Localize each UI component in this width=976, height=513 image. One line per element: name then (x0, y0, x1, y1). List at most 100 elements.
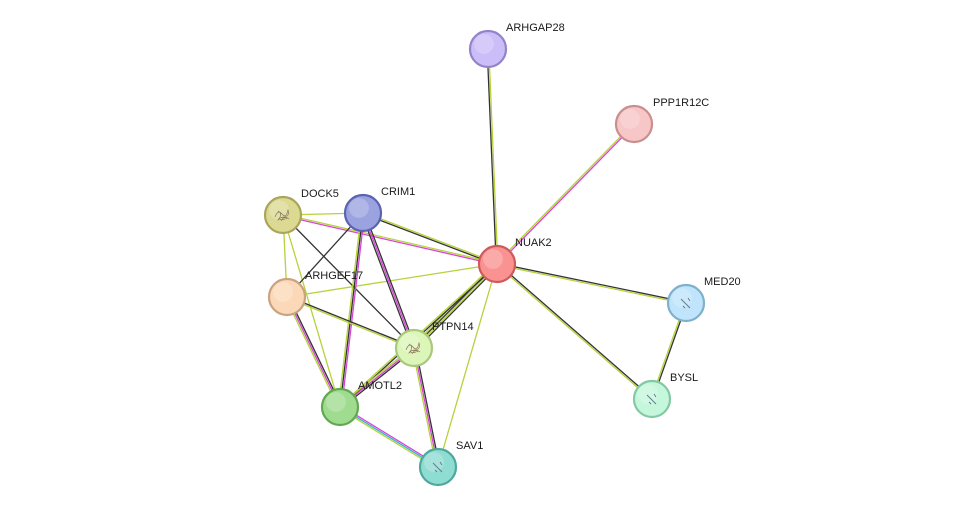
edge-channel (282, 214, 415, 349)
edge-ptpn14-sav1[interactable] (411, 347, 441, 468)
node-med20[interactable]: MED20 (666, 276, 741, 323)
node-label-amotl2: AMOTL2 (358, 380, 402, 392)
node-highlight (424, 452, 444, 472)
node-amotl2[interactable]: AMOTL2 (320, 380, 402, 427)
edge-channel (411, 348, 438, 468)
edge-arhgef17-ptpn14[interactable] (286, 295, 415, 350)
edge-channel (360, 213, 414, 349)
node-circle (320, 387, 360, 427)
node-highlight (269, 200, 289, 220)
edge-channel (363, 212, 417, 348)
edge-channel (362, 213, 497, 266)
edge-channel (286, 296, 341, 408)
node-label-arhgef17: ARHGEF17 (305, 270, 363, 282)
edge-channel (415, 265, 500, 351)
edge-channel (486, 49, 497, 265)
fragment-icon (646, 393, 657, 405)
node-highlight (400, 333, 420, 353)
node-label-arhgap28: ARHGAP28 (506, 22, 565, 34)
edge-channel (282, 215, 497, 266)
edge-channel (339, 212, 364, 408)
node-circle (632, 379, 672, 419)
node-label-crim1: CRIM1 (381, 186, 415, 198)
node-highlight (620, 109, 640, 129)
fragment-icon (680, 297, 691, 309)
node-circle (267, 277, 307, 317)
node-circle (614, 104, 654, 144)
node-label-ptpn14: PTPN14 (432, 321, 474, 333)
fragment-icon (432, 461, 443, 473)
edge-channel (497, 262, 653, 399)
node-circle (418, 447, 458, 487)
edge-channel (339, 406, 439, 468)
edge-channel (496, 264, 686, 305)
edge-dock5-amotl2[interactable] (282, 214, 341, 408)
edge-channel (363, 211, 498, 264)
edge-dock5-ptpn14[interactable] (282, 214, 415, 349)
edge-channel (497, 262, 687, 303)
node-circle (343, 193, 383, 233)
node-label-med20: MED20 (704, 276, 741, 288)
edge-channel (287, 295, 415, 348)
node-highlight (672, 288, 692, 308)
edge-nuak2-bysl[interactable] (496, 262, 653, 401)
node-highlight (474, 34, 494, 54)
node-label-ppp1r12c: PPP1R12C (653, 97, 709, 109)
node-ppp1r12c[interactable]: PPP1R12C (614, 97, 709, 144)
edge-channel (495, 122, 634, 264)
node-label-dock5: DOCK5 (301, 188, 339, 200)
node-highlight (349, 198, 369, 218)
structure-icon (405, 341, 421, 355)
edge-channel (414, 347, 441, 467)
edge-channel (413, 347, 439, 468)
edge-channel (340, 405, 440, 467)
edge-ppp1r12c-nuak2[interactable] (495, 122, 636, 266)
edge-channel (497, 124, 636, 266)
node-ptpn14[interactable]: PTPN14 (394, 321, 474, 368)
edge-channel (286, 263, 498, 298)
edge-nuak2-sav1[interactable] (437, 263, 498, 468)
edge-nuak2-dock5[interactable] (282, 213, 498, 266)
edge-channel (437, 263, 498, 468)
edge-crim1-amotl2[interactable] (337, 212, 366, 408)
edge-nuak2-arhgef17[interactable] (286, 263, 498, 298)
edge-channel (362, 212, 415, 349)
node-nuak2[interactable]: NUAK2 (477, 237, 552, 284)
edge-arhgef17-amotl2[interactable] (284, 296, 343, 408)
node-label-bysl: BYSL (670, 372, 698, 384)
edge-channel (283, 213, 498, 264)
edge-crim1-ptpn14[interactable] (360, 212, 417, 349)
edge-channel (414, 264, 499, 350)
node-label-nuak2: NUAK2 (515, 237, 552, 249)
edge-channel (338, 407, 438, 469)
node-dock5[interactable]: DOCK5 (263, 188, 339, 235)
structure-icon (274, 208, 290, 222)
node-arhgap28[interactable]: ARHGAP28 (468, 22, 565, 69)
edge-channel (337, 212, 363, 407)
edge-channel (286, 297, 414, 350)
node-circle (468, 29, 508, 69)
node-arhgef17[interactable]: ARHGEF17 (267, 270, 363, 317)
edge-channel (488, 48, 499, 264)
node-highlight (273, 282, 293, 302)
node-circle (477, 244, 517, 284)
edge-nuak2-crim1[interactable] (362, 211, 498, 266)
edge-channel (282, 214, 341, 408)
node-highlight (638, 384, 658, 404)
edge-amotl2-sav1[interactable] (338, 405, 440, 469)
node-highlight (483, 249, 503, 269)
edge-channel (496, 264, 652, 401)
node-label-sav1: SAV1 (456, 440, 483, 452)
node-circle (666, 283, 706, 323)
node-sav1[interactable]: SAV1 (418, 440, 483, 487)
edge-channel (340, 213, 366, 408)
edge-channel (287, 296, 343, 407)
edge-channel (284, 297, 340, 408)
node-highlight (326, 392, 346, 412)
node-crim1[interactable]: CRIM1 (343, 186, 415, 233)
node-bysl[interactable]: BYSL (632, 372, 698, 419)
edge-nuak2-med20[interactable] (496, 262, 687, 305)
edge-arhgap28-nuak2[interactable] (486, 48, 499, 265)
